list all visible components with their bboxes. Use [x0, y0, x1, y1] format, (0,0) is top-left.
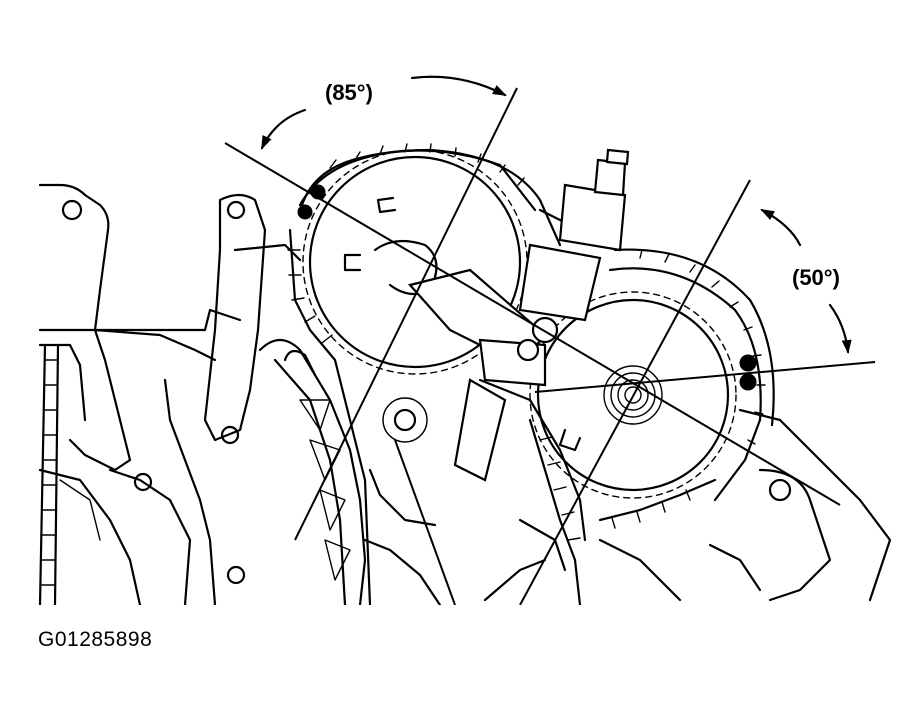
bolt-holes [61, 199, 792, 585]
engine-block [38, 183, 892, 605]
angle-label-85: (85°) [325, 80, 373, 105]
chain-guide [258, 338, 367, 605]
left-drive-chain [38, 343, 60, 605]
angle-label-50: (50°) [792, 265, 840, 290]
left-cam-chain [287, 143, 562, 605]
right-cam-chain [528, 208, 775, 605]
angle-arrows [260, 75, 852, 354]
reference-lines [224, 87, 876, 605]
figure-code: G01285898 [38, 628, 153, 651]
